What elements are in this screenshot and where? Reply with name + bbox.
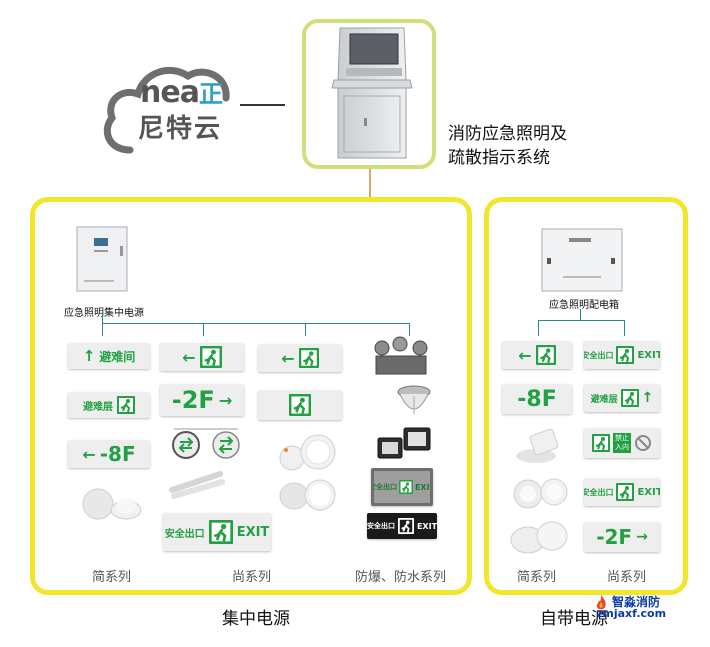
no-entry-icon [635, 435, 651, 451]
central-power-title: 集中电源 [222, 609, 290, 629]
running-man-icon [298, 348, 319, 368]
central-device-caption: 应急照明集中电源 [64, 308, 144, 319]
arrow-up-icon: ↑ [641, 390, 654, 406]
running-man-icon [535, 345, 556, 365]
sign-safe-exit-waterproof: 安全出口 EXIT [367, 513, 437, 539]
series-label-elegant: 尚系列 [232, 570, 272, 585]
watermark-url: zmjaxf.com [596, 607, 667, 620]
sign-no-entry-self: 禁止 入内 [584, 428, 660, 458]
tree-branch [102, 314, 103, 336]
arrow-right-icon: → [218, 390, 233, 410]
nea-cloud-logo [104, 66, 230, 154]
sign-evac-room: ↑ 避难间 [68, 343, 150, 369]
self-device-caption: 应急照明配电箱 [549, 300, 619, 311]
series-label-simple: 简系列 [92, 570, 132, 585]
logo-latin: nea正 [140, 75, 223, 110]
self-power-title: 自带电源 [540, 609, 608, 629]
arrow-left-icon: ← [281, 348, 295, 368]
fire-control-console [331, 27, 413, 159]
sign-safe-exit-explosion-proof: 安全出口 EXIT [371, 468, 433, 506]
flood-lights [377, 427, 431, 459]
round-arrow-indicators [172, 428, 240, 459]
sign-evac-floor-self: 避难层 ↑ [584, 384, 660, 412]
arrow-left-icon: ← [518, 345, 532, 365]
wall-emergency-light [516, 428, 559, 463]
explosion-proof-dome-light [397, 385, 431, 414]
sign-floor-minus8-self: -8F [502, 384, 572, 414]
running-man-icon [616, 346, 635, 364]
tree-trunk [580, 309, 581, 321]
arrow-right-icon: → [636, 529, 648, 545]
running-man-icon [397, 518, 414, 534]
running-man-icon [620, 389, 639, 407]
tree-bus [538, 320, 624, 321]
running-man-icon [289, 394, 311, 416]
tube-lights [169, 471, 225, 499]
sign-safe-exit-self-2: 安全出口 EXIT [584, 478, 660, 506]
running-man-icon [398, 480, 413, 494]
arrow-left-icon: ← [82, 444, 96, 464]
sign-left-exit-slim: ← [258, 344, 342, 372]
sign-left-exit-self: ← [502, 341, 572, 369]
console-connector [369, 169, 371, 197]
tree-branch [305, 323, 306, 336]
arrow-up-icon: ↑ [82, 347, 96, 365]
tree-bus [102, 323, 409, 324]
running-man-icon [616, 483, 635, 501]
surface-downlights [279, 479, 336, 511]
system-title: 消防应急照明及 疏散指示系统 [448, 124, 567, 168]
sign-evac-floor: 避难层 [68, 392, 150, 418]
central-power-cabinet [76, 226, 128, 292]
tree-branch [409, 323, 410, 336]
logo-connector [240, 104, 285, 106]
sign-floor-minus2-self: -2F → [584, 522, 660, 552]
logo-chinese: 尼特云 [138, 114, 223, 144]
tree-branch [203, 323, 204, 336]
series-label-explosion-waterproof: 防爆、防水系列 [355, 570, 447, 585]
running-man-icon [199, 346, 222, 368]
sign-left-exit: ← [160, 343, 244, 371]
sign-safe-exit-central: 安全出口 EXIT [163, 513, 271, 551]
sign-floor-minus2: -2F → [160, 384, 244, 416]
tree-branch [624, 320, 625, 336]
sign-floor-minus8: ← -8F [68, 440, 150, 468]
sign-safe-exit-self: 安全出口 EXIT [584, 341, 660, 369]
ceiling-dome-lights [82, 488, 142, 520]
tree-branch [538, 320, 539, 336]
arrow-left-icon: ← [182, 347, 196, 367]
recessed-downlights [279, 434, 336, 471]
flat-ceiling-lights-self [510, 521, 568, 554]
running-man-icon [208, 520, 233, 544]
running-man-icon [592, 434, 610, 452]
sign-exit-slim [258, 390, 342, 420]
round-ceiling-lights-self [513, 478, 568, 509]
distribution-box [541, 228, 623, 292]
series-label-elegant-self: 尚系列 [607, 570, 647, 585]
watermark-name: 智淼消防 [612, 595, 661, 609]
series-label-simple-self: 简系列 [517, 570, 557, 585]
flame-logo-icon [596, 595, 606, 610]
twin-head-emergency-light [374, 336, 428, 375]
running-man-icon [117, 396, 135, 414]
